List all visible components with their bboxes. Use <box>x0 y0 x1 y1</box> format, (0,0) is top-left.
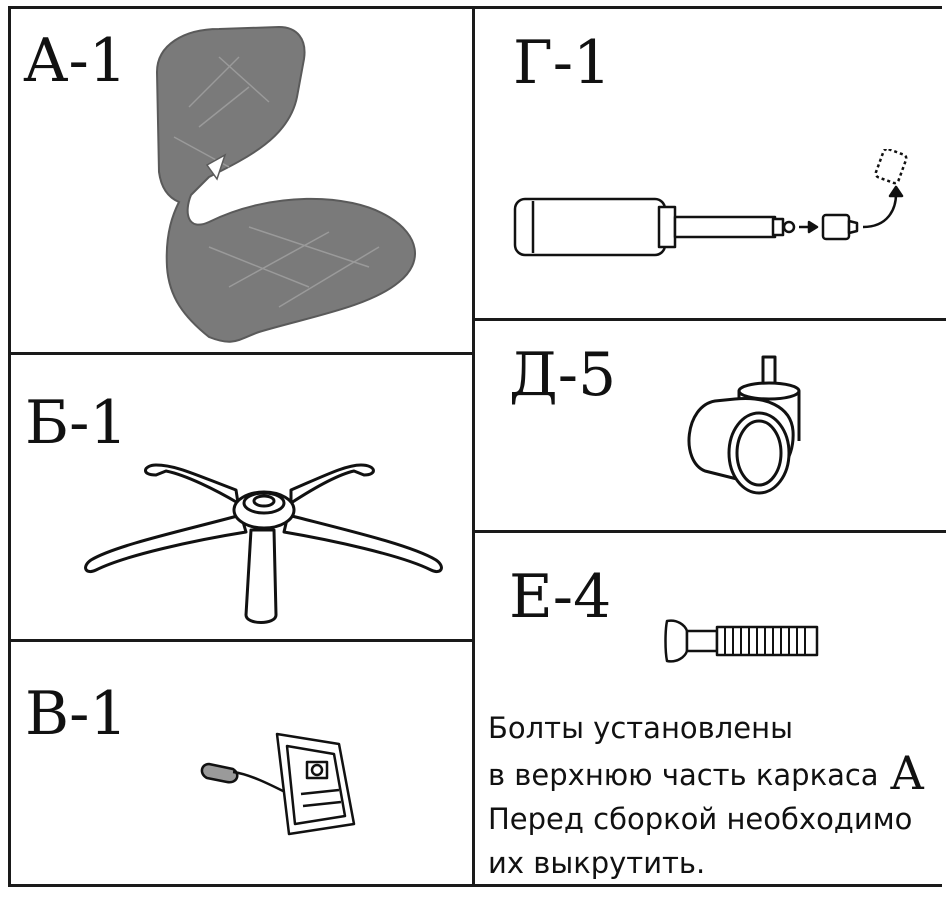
part-cell-a1: А-1 <box>11 9 472 352</box>
note-line-4: их выкрутить. <box>488 841 946 885</box>
part-code-label: Е-4 <box>509 567 611 627</box>
tilt-mechanism-icon <box>189 714 389 844</box>
chair-seat-shell-icon <box>129 17 429 352</box>
bolt-icon <box>663 611 823 671</box>
part-cell-b1: Б-1 <box>11 355 472 639</box>
note-line-1: Болты установлены <box>488 706 946 750</box>
part-code-label: В-1 <box>25 684 128 744</box>
part-cell-g1: Г-1 <box>475 9 946 318</box>
part-code-label: Г-1 <box>513 33 611 93</box>
assembly-note: Болты установлены в верхнюю часть каркас… <box>488 706 946 885</box>
part-cell-v1: В-1 <box>11 642 472 884</box>
caster-wheel-icon <box>675 351 815 501</box>
part-code-label: А-1 <box>23 31 127 91</box>
part-cell-d5: Д-5 <box>475 321 946 530</box>
five-star-base-icon <box>66 435 461 625</box>
note-frame-reference: А <box>890 746 925 800</box>
note-line-3: Перед сборкой необходимо <box>488 797 946 841</box>
note-line-2: в верхнюю часть каркаса А <box>488 750 946 797</box>
gas-lift-icon <box>513 149 943 269</box>
part-code-label: Д-5 <box>509 345 616 405</box>
note-line-2-text: в верхнюю часть каркаса <box>488 758 879 792</box>
